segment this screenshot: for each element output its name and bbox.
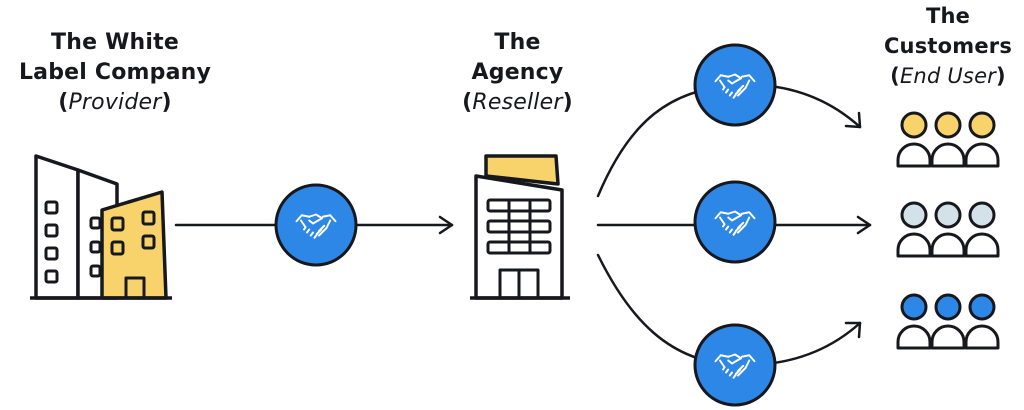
provider-title-line1: The White xyxy=(51,30,179,55)
handshake-badge-middle xyxy=(693,180,777,264)
office-tower-icon xyxy=(470,154,570,300)
user-group-icon xyxy=(896,111,1000,350)
user-group-yellow xyxy=(896,111,1000,168)
office-buildings-icon xyxy=(30,154,172,300)
customers-close-paren: ) xyxy=(996,64,1006,88)
provider-open-paren: ( xyxy=(58,90,69,115)
provider-close-paren: ) xyxy=(161,90,172,115)
agency-open-paren: ( xyxy=(462,90,473,115)
handshake-badge-provider xyxy=(274,183,358,267)
customers-open-paren: ( xyxy=(890,64,900,88)
agency-heading: The Agency (Reseller) xyxy=(430,28,605,118)
agency-role: Reseller xyxy=(472,90,563,115)
provider-role: Provider xyxy=(68,90,162,115)
agency-title-line1: The xyxy=(494,30,541,55)
handshake-badge-top xyxy=(693,43,777,127)
user-group-blue xyxy=(896,293,1000,350)
provider-heading: The White Label Company (Provider) xyxy=(0,28,230,118)
arrowhead xyxy=(438,215,454,235)
customers-heading: The Customers (End User) xyxy=(872,1,1024,91)
customers-title-line1: The xyxy=(925,4,971,28)
arrowhead xyxy=(856,215,872,235)
agency-title-line2: Agency xyxy=(471,60,564,85)
provider-role-line: (Provider) xyxy=(0,88,230,118)
agency-role-line: (Reseller) xyxy=(430,88,605,118)
agency-close-paren: ) xyxy=(562,90,573,115)
arrowhead xyxy=(844,321,862,339)
customers-title-line2: Customers xyxy=(883,34,1013,58)
customers-role-line: (End User) xyxy=(872,61,1024,91)
handshake-badge-bottom xyxy=(693,323,777,407)
user-group-gray xyxy=(896,201,1000,258)
provider-title-line2: Label Company xyxy=(18,60,212,85)
arrowhead xyxy=(844,111,862,129)
customers-role: End User xyxy=(899,64,997,88)
